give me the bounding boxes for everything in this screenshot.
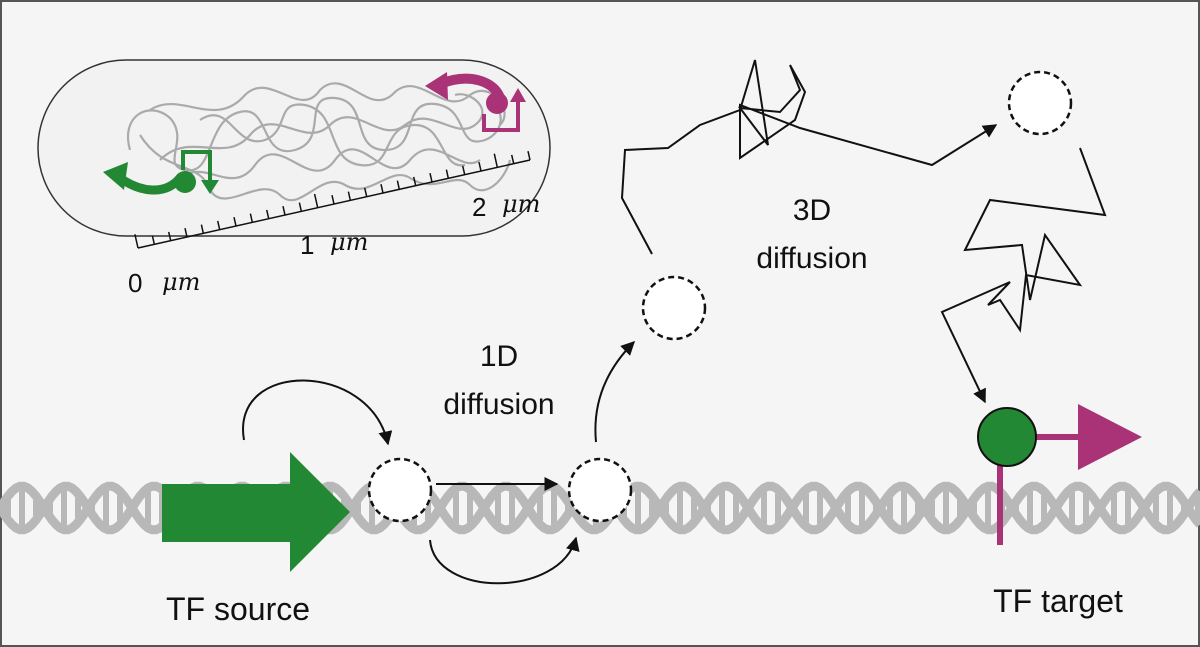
- bound-tf-icon: [977, 407, 1037, 467]
- ruler-tick: [331, 195, 335, 205]
- ruler-tick: [347, 191, 352, 201]
- ruler-tick: [200, 224, 205, 234]
- ruler-tick: [527, 151, 531, 161]
- chromosome-tangle: [127, 82, 512, 202]
- 1d-diffusion-arrows: [242, 341, 635, 585]
- ruler-tick: [184, 228, 188, 238]
- ruler-tick: [167, 231, 172, 241]
- cell-inset: 0 μm 1 μm 2 μm: [37, 59, 551, 298]
- inset-target-gene-icon: [425, 72, 526, 132]
- search-state-2-icon: [567, 457, 633, 523]
- ruler-tick: [233, 217, 237, 227]
- ruler-tick: [412, 176, 417, 186]
- ruler-tick: [493, 153, 499, 168]
- ruler-tick: [478, 162, 482, 172]
- ruler-tick: [313, 193, 319, 208]
- label-1d-line2: diffusion: [443, 388, 554, 421]
- search-state-3-icon: [641, 275, 707, 341]
- scale-ruler: [134, 151, 531, 249]
- label-3d-line1: 3D: [793, 194, 831, 227]
- ruler-tick: [134, 234, 139, 249]
- tf-target-gene: [977, 404, 1142, 545]
- ruler-tick: [265, 209, 270, 219]
- ruler-tick: [396, 180, 401, 190]
- ruler-unit-1: μm: [330, 228, 368, 256]
- ruler-tick: [510, 154, 515, 164]
- ruler-tick: [380, 184, 384, 194]
- ruler-tick: [461, 165, 466, 175]
- label-1d-line1: 1D: [480, 340, 518, 373]
- ruler-tick: [445, 169, 450, 179]
- ruler-label-2: 2: [472, 192, 486, 222]
- ruler-tick: [151, 235, 156, 245]
- ruler-tick: [216, 220, 221, 230]
- tf-source-gene-arrow: [162, 452, 350, 572]
- ruler-unit-0: μm: [162, 268, 200, 296]
- inset-source-gene-icon: [103, 150, 219, 195]
- ruler-label-1: 1: [300, 230, 314, 260]
- ruler-tick: [249, 213, 254, 223]
- 3d-random-walk-paths: [620, 59, 1107, 404]
- label-3d-line2: diffusion: [756, 242, 867, 275]
- search-state-1-icon: [367, 457, 433, 523]
- ruler-tick: [282, 206, 286, 216]
- label-tf-source: TF source: [166, 591, 310, 627]
- ruler-unit-2: μm: [502, 190, 540, 218]
- ruler-tick: [363, 187, 368, 197]
- ruler-tick: [298, 202, 303, 212]
- ruler-label-0: 0: [128, 268, 142, 298]
- search-state-4-icon: [1007, 70, 1073, 136]
- ruler-tick: [429, 173, 433, 183]
- label-tf-target: TF target: [993, 583, 1123, 619]
